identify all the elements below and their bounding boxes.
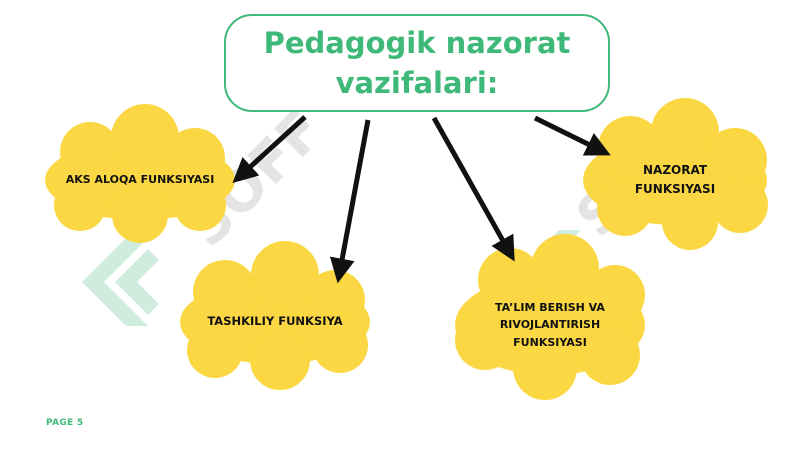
cloud-talim [455, 234, 645, 400]
node-tashkiliy-label: TASHKILIY FUNKSIYA [207, 314, 343, 329]
arrow-to-talim [431, 116, 515, 262]
cloud-nazorat [583, 98, 768, 250]
page-number: PAGE 5 [46, 418, 84, 428]
title-line-1: Pedagogik nazorat [263, 26, 571, 60]
title-line-2: vazifalari: [335, 66, 499, 100]
watermark-logo-left [82, 238, 159, 326]
node-nazorat-label: NAZORAT FUNKSIYASI [634, 163, 716, 196]
cloud-aks-aloqa [45, 104, 235, 243]
title-box: Pedagogik nazorat vazifalari: [224, 14, 610, 112]
arrow-to-nazorat [533, 115, 611, 156]
node-aks-aloqa-label: AKS ALOQA FUNKSIYASI [65, 173, 215, 187]
cloud-tashkiliy [180, 241, 370, 390]
node-talim-label: TA’LIM BERISH VA RIVOJLANTIRISH FUNKSIYA… [495, 301, 605, 349]
arrow-to-aks-aloqa [232, 115, 307, 184]
arrow-to-tashkiliy [329, 119, 371, 284]
